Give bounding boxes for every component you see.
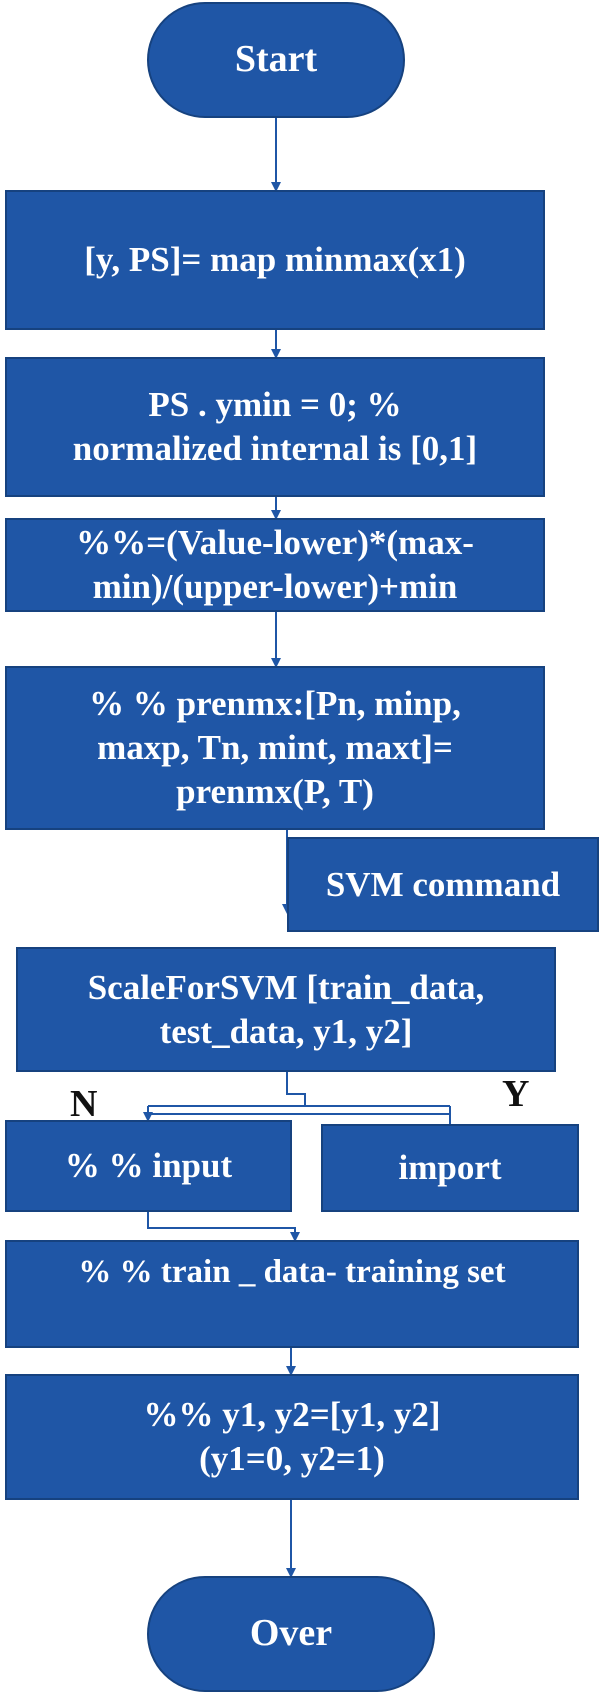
svm-command-step: SVM command xyxy=(287,837,599,932)
map-minmax-step: [y, PS]= map minmax(x1) xyxy=(5,190,545,330)
input-step: % % input xyxy=(5,1120,292,1212)
y1-y2-step: %% y1, y2=[y1, y2] (y1=0, y2=1) xyxy=(5,1374,579,1500)
prenmx-step: % % prenmx:[Pn, minp, maxp, Tn, mint, ma… xyxy=(5,666,545,830)
normalization-formula-step: %%=(Value-lower)*(max- min)/(upper-lower… xyxy=(5,518,545,612)
scale-for-svm-step: ScaleForSVM [train_data, test_data, y1, … xyxy=(16,947,556,1072)
start-terminal: Start xyxy=(147,2,405,118)
branch-label-yes: Y xyxy=(502,1073,530,1115)
branch-label-no: N xyxy=(70,1083,98,1125)
over-terminal: Over xyxy=(147,1576,435,1692)
connector-scale-to-branch xyxy=(286,1072,306,1106)
ps-ymin-step: PS . ymin = 0; % normalized internal is … xyxy=(5,357,545,497)
train-data-step: % % train _ data- training set xyxy=(5,1240,579,1348)
arrow-input-to-train xyxy=(147,1212,300,1242)
import-step: import xyxy=(321,1124,579,1212)
